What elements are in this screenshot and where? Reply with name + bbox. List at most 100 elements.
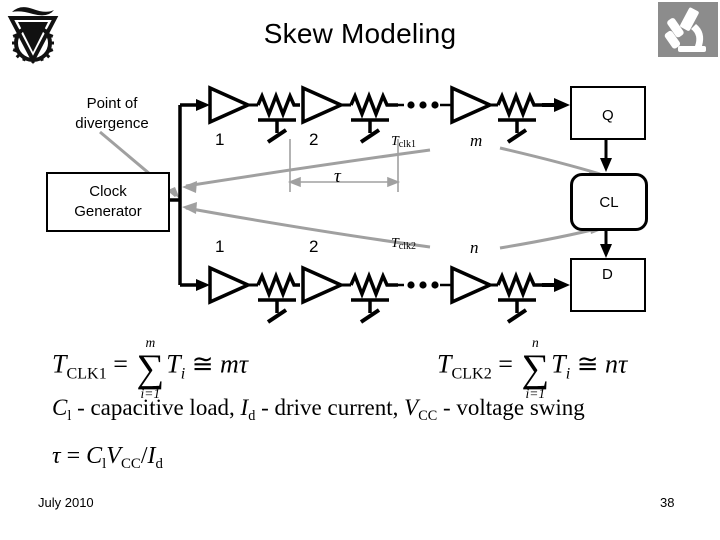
ellipsis-dot-bot-2 [419,281,427,289]
gnd-top-1-bar [266,128,288,144]
ellipsis-dot-top-2 [419,101,427,109]
gnd-top-m-bar [506,128,528,144]
stage-label-top-2: 2 [309,130,319,149]
equation-tau: τ = ClVCC/Id [52,443,163,473]
tclk2-subscript: clk2 [398,241,417,252]
ellipsis-dot-bot-1 [407,281,415,289]
tclk1-base: T [391,134,399,149]
eq1-sum-symbol: ∑ [136,347,165,391]
top-branch-arrowhead [196,99,210,111]
eqtau-v-sub: CC [120,456,141,473]
top-chain-dots [407,98,570,112]
tclk1-sweep-arrow [185,148,431,188]
eq1-lhs-sub: CLK1 [66,365,107,383]
gnd-bot-1-bar [266,308,288,324]
gnd-top-2-bar [359,128,381,144]
arrowhead-q-cl [600,158,612,172]
eqtau-equals: = [66,443,81,469]
stage-label-top-1: 1 [215,130,225,149]
microscope-logo [658,2,718,57]
eq1-term-base: T [166,349,181,379]
microscope-icon [658,2,718,57]
eq1-sum-upper: m [145,335,156,350]
legend-vcc-base: V [404,395,419,420]
bottom-branch-arrowhead [196,279,210,291]
equation-tclk1: TCLK1 = m ∑ i=1 Ti ≅ mτ [52,334,248,402]
eqtau-i-base: I [147,443,156,469]
page-title: Skew Modeling [263,18,457,49]
clock-generator-line-2: Generator [74,203,142,220]
eq2-term-base: T [551,349,566,379]
top-chain [208,85,558,144]
resistor-top-m [496,91,542,119]
ellipsis-dot-bot-3 [431,281,439,289]
stage-label-bottom-2: 2 [309,237,319,256]
eqtau-lhs: τ [52,443,61,469]
equation-tclk2: TCLK2 = n ∑ i=1 Ti ≅ nτ [437,334,627,402]
arrowhead-cl-d [600,244,612,258]
buffer-top-2 [301,85,346,125]
gnd-bot-2-bar [359,308,381,324]
divergence-pointer-head [168,187,180,199]
footer-date: July 2010 [38,495,94,510]
footer-page-number: 38 [660,495,675,510]
clock-generator-box: Clock Generator [46,172,170,232]
register-cl-arrowheads [600,158,612,258]
register-q-label: Q [602,107,614,124]
legend-id-text: - drive current, [255,395,405,420]
eqtau-v-base: V [106,443,121,469]
branch-arrowheads [196,99,210,291]
resistor-top-2 [349,91,398,119]
capacitive-load-box: CL [570,173,648,231]
buffer-bot-1 [208,265,253,305]
tau-dimension-label: τ [334,166,341,187]
legend-cl-base: C [52,395,68,420]
stage-label-top-m: m [470,131,483,150]
eq1-sum-lower: i=1 [140,386,161,402]
tclk2-arrowhead [182,202,197,214]
eq2-summation: n ∑ i=1 [521,335,549,402]
eqtau-c-sub: l [102,456,107,473]
arrowhead-to-q [554,98,570,112]
tclk1-arrowhead [182,181,197,193]
capacitive-load-label: CL [599,193,619,211]
tclk2-label: Tclk2 [391,236,416,252]
eq1-term-sub: i [180,365,186,383]
resistor-bot-2 [349,271,398,299]
clock-generator-line-1: Clock [89,183,127,200]
gnd-bot-n-bar [506,308,528,324]
ellipsis-dot-top-1 [407,101,415,109]
eq2-lhs-sub: CLK2 [451,365,492,383]
technion-logo-glyph [7,7,59,65]
tau-arrowhead-left [287,176,301,188]
bottom-chain-dots [407,278,570,292]
register-d-label: D [602,266,613,283]
eqtau-c-base: C [86,443,103,469]
buffer-bot-2 [301,265,346,305]
arrowhead-to-d [554,278,570,292]
eqtau-i-sub: d [155,456,163,473]
resistor-bot-n [496,271,542,299]
point-of-divergence-line-2: divergence [75,115,149,132]
eq2-term-sub: i [565,365,571,383]
resistor-top-1 [256,91,300,119]
eq2-lhs-base: T [437,349,452,379]
tclk2-sweep-arrow [185,206,431,249]
stage-label-bottom-1: 1 [215,237,225,256]
eq2-equals: = [498,349,513,379]
legend-cl-text: - capacitive load, [71,395,241,420]
legend-id-base: I [240,395,249,420]
technion-logo [2,2,64,66]
buffer-bot-n [450,265,495,305]
equation-legend: Cl - capacitive load, Id - drive current… [52,395,585,425]
buffer-top-m [450,85,495,125]
ellipsis-dot-top-3 [431,101,439,109]
buffer-top-1 [208,85,253,125]
eq2-sum-lower: i=1 [525,386,546,402]
point-of-divergence-label: Point of divergence [52,94,172,134]
eq2-approx: ≅ [576,349,599,379]
tau-arrowhead-right [387,176,401,188]
eq1-summation: m ∑ i=1 [136,335,165,402]
